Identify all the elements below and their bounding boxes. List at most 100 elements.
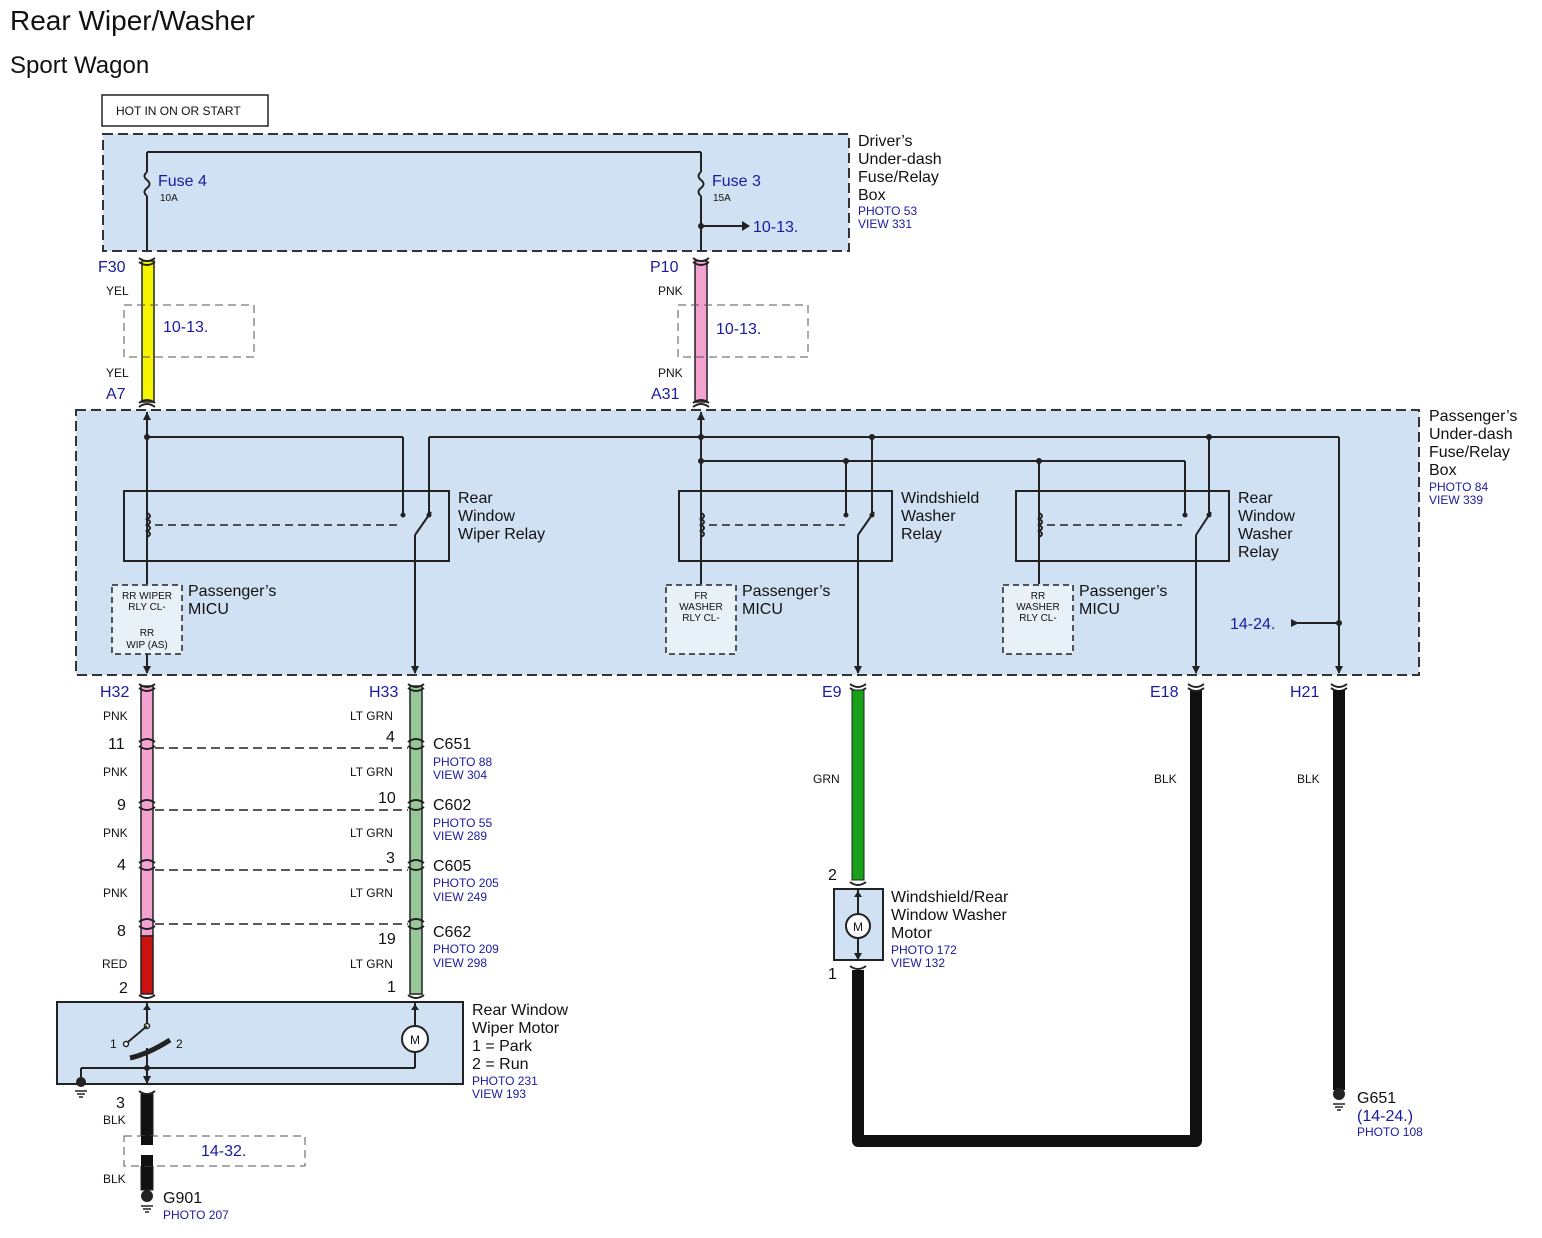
c605-view[interactable]: VIEW 249 [433,890,487,904]
c602-photo[interactable]: PHOTO 55 [433,816,492,830]
yel-reference[interactable]: 10-13. [163,319,208,336]
micu-rr-washer-pin-c: RLY CL- [1019,613,1056,624]
drivers-box-photo[interactable]: PHOTO 53 [858,204,917,218]
g651-reference[interactable]: (14-24.) [1357,1108,1413,1125]
drivers-box-name-4: Box [858,187,886,204]
pink-wire [694,260,708,403]
passengers-box-photo[interactable]: PHOTO 84 [1429,480,1488,494]
switch-pos-2: 2 [176,1037,183,1051]
micu-label-2a: Passenger’s [742,583,830,600]
h32-color-4: PNK [103,886,128,900]
g901-reference[interactable]: 14-32. [201,1143,246,1160]
drivers-box-name-3: Fuse/Relay [858,169,939,186]
rear-wiper-motor-view[interactable]: VIEW 193 [472,1087,526,1101]
micu-rear-wiper-pin-2b: WIP (AS) [126,640,167,651]
c605-pin-right: 3 [386,850,395,867]
pnk-reference[interactable]: 10-13. [716,321,761,338]
c651-pin-left: 11 [108,736,125,753]
rear-wiper-relay-label-3: Wiper Relay [458,526,545,543]
red-wire [140,935,154,995]
micu-label-2b: MICU [742,601,783,618]
connector-c662 [138,918,425,930]
h21-reference[interactable]: 14-24. [1230,616,1275,633]
drivers-fuse-box [102,133,850,252]
connector-c602 [138,799,425,811]
h32-color-1: PNK [103,709,128,723]
rear-wiper-relay-label-1: Rear [458,490,493,507]
e9-grn-wire [851,689,865,881]
windshield-washer-relay [678,490,893,562]
connector-c651 [138,738,425,750]
e18-color: BLK [1154,772,1177,786]
ground-icon [75,1090,87,1098]
rear-wiper-motor-photo[interactable]: PHOTO 231 [472,1074,538,1088]
washer-motor-symbol: M [853,920,863,934]
h33-color-1: LT GRN [350,709,393,723]
fuse-3-reference[interactable]: 10-13. [753,219,798,236]
fuse-3-rating: 15A [713,193,731,204]
passengers-fuse-box [75,409,1420,676]
passengers-box-view[interactable]: VIEW 339 [1429,493,1483,507]
c651-view[interactable]: VIEW 304 [433,768,487,782]
micu-label-1b: MICU [188,601,229,618]
windshield-washer-relay-label-2: Washer [901,508,956,525]
pin-h21: H21 [1290,684,1319,701]
h21-blk-wire [1333,690,1345,1090]
h33-color-2: LT GRN [350,765,393,779]
motor-symbol-label: M [410,1033,420,1047]
ground-icon [1333,1103,1345,1111]
pin-a31: A31 [651,386,680,403]
wire-color-yel-top: YEL [106,284,129,298]
drivers-box-name-2: Under-dash [858,151,942,168]
h32-color-2: PNK [103,765,128,779]
washer-motor-view[interactable]: VIEW 132 [891,956,945,970]
rear-wiper-motor-label-3: 1 = Park [472,1038,533,1055]
passengers-box-name-2: Under-dash [1429,426,1513,443]
c602-name: C602 [433,797,471,814]
page-subtitle: Sport Wagon [10,52,149,79]
drivers-box-view[interactable]: VIEW 331 [858,217,912,231]
c662-view[interactable]: VIEW 298 [433,956,487,970]
pin-f30: F30 [98,259,126,276]
pin-p10: P10 [650,259,679,276]
micu-rear-wiper-pin-2a: RR [140,628,154,639]
c605-photo[interactable]: PHOTO 205 [433,876,499,890]
c662-photo[interactable]: PHOTO 209 [433,942,499,956]
rear-window-wiper-relay [123,490,450,562]
yellow-wire [141,260,155,403]
micu-rr-washer-pin-a: RR [1031,591,1045,602]
power-condition-box [101,94,269,127]
rear-washer-relay-label-3: Washer [1238,526,1293,543]
rear-wiper-motor-label-1: Rear Window [472,1002,568,1019]
connector-c605 [138,859,425,871]
windshield-washer-relay-label-3: Relay [901,526,942,543]
c602-view[interactable]: VIEW 289 [433,829,487,843]
washer-motor-label-1: Windshield/Rear [891,889,1009,906]
g901-photo[interactable]: PHOTO 207 [163,1208,229,1222]
ref-box-pnk [677,304,809,358]
washer-motor-photo[interactable]: PHOTO 172 [891,943,957,957]
windshield-washer-relay-label-1: Windshield [901,490,979,507]
micu-label-3b: MICU [1079,601,1120,618]
c662-name: C662 [433,924,471,941]
pin-h32: H32 [100,684,129,701]
h33-lt-grn-wire [409,685,423,995]
c602-pin-left: 9 [117,797,126,814]
e18-blk-wire [852,690,1202,1147]
rear-wiper-motor-label-4: 2 = Run [472,1056,528,1073]
pin-e18: E18 [1150,684,1179,701]
c651-pin-right: 4 [386,729,395,746]
h21-color: BLK [1297,772,1320,786]
c651-photo[interactable]: PHOTO 88 [433,755,492,769]
rear-washer-relay-label-4: Relay [1238,544,1279,561]
pin-e9: E9 [822,684,842,701]
rear-wiper-motor-label-2: Wiper Motor [472,1020,560,1037]
rear-washer-relay-label-1: Rear [1238,490,1273,507]
g651-photo[interactable]: PHOTO 108 [1357,1125,1423,1139]
fuse-4-symbol [143,171,151,197]
drivers-box-name-1: Driver’s [858,133,913,150]
h33-color-5: LT GRN [350,957,393,971]
micu-fr-washer-pin-b: WASHER [679,602,723,613]
